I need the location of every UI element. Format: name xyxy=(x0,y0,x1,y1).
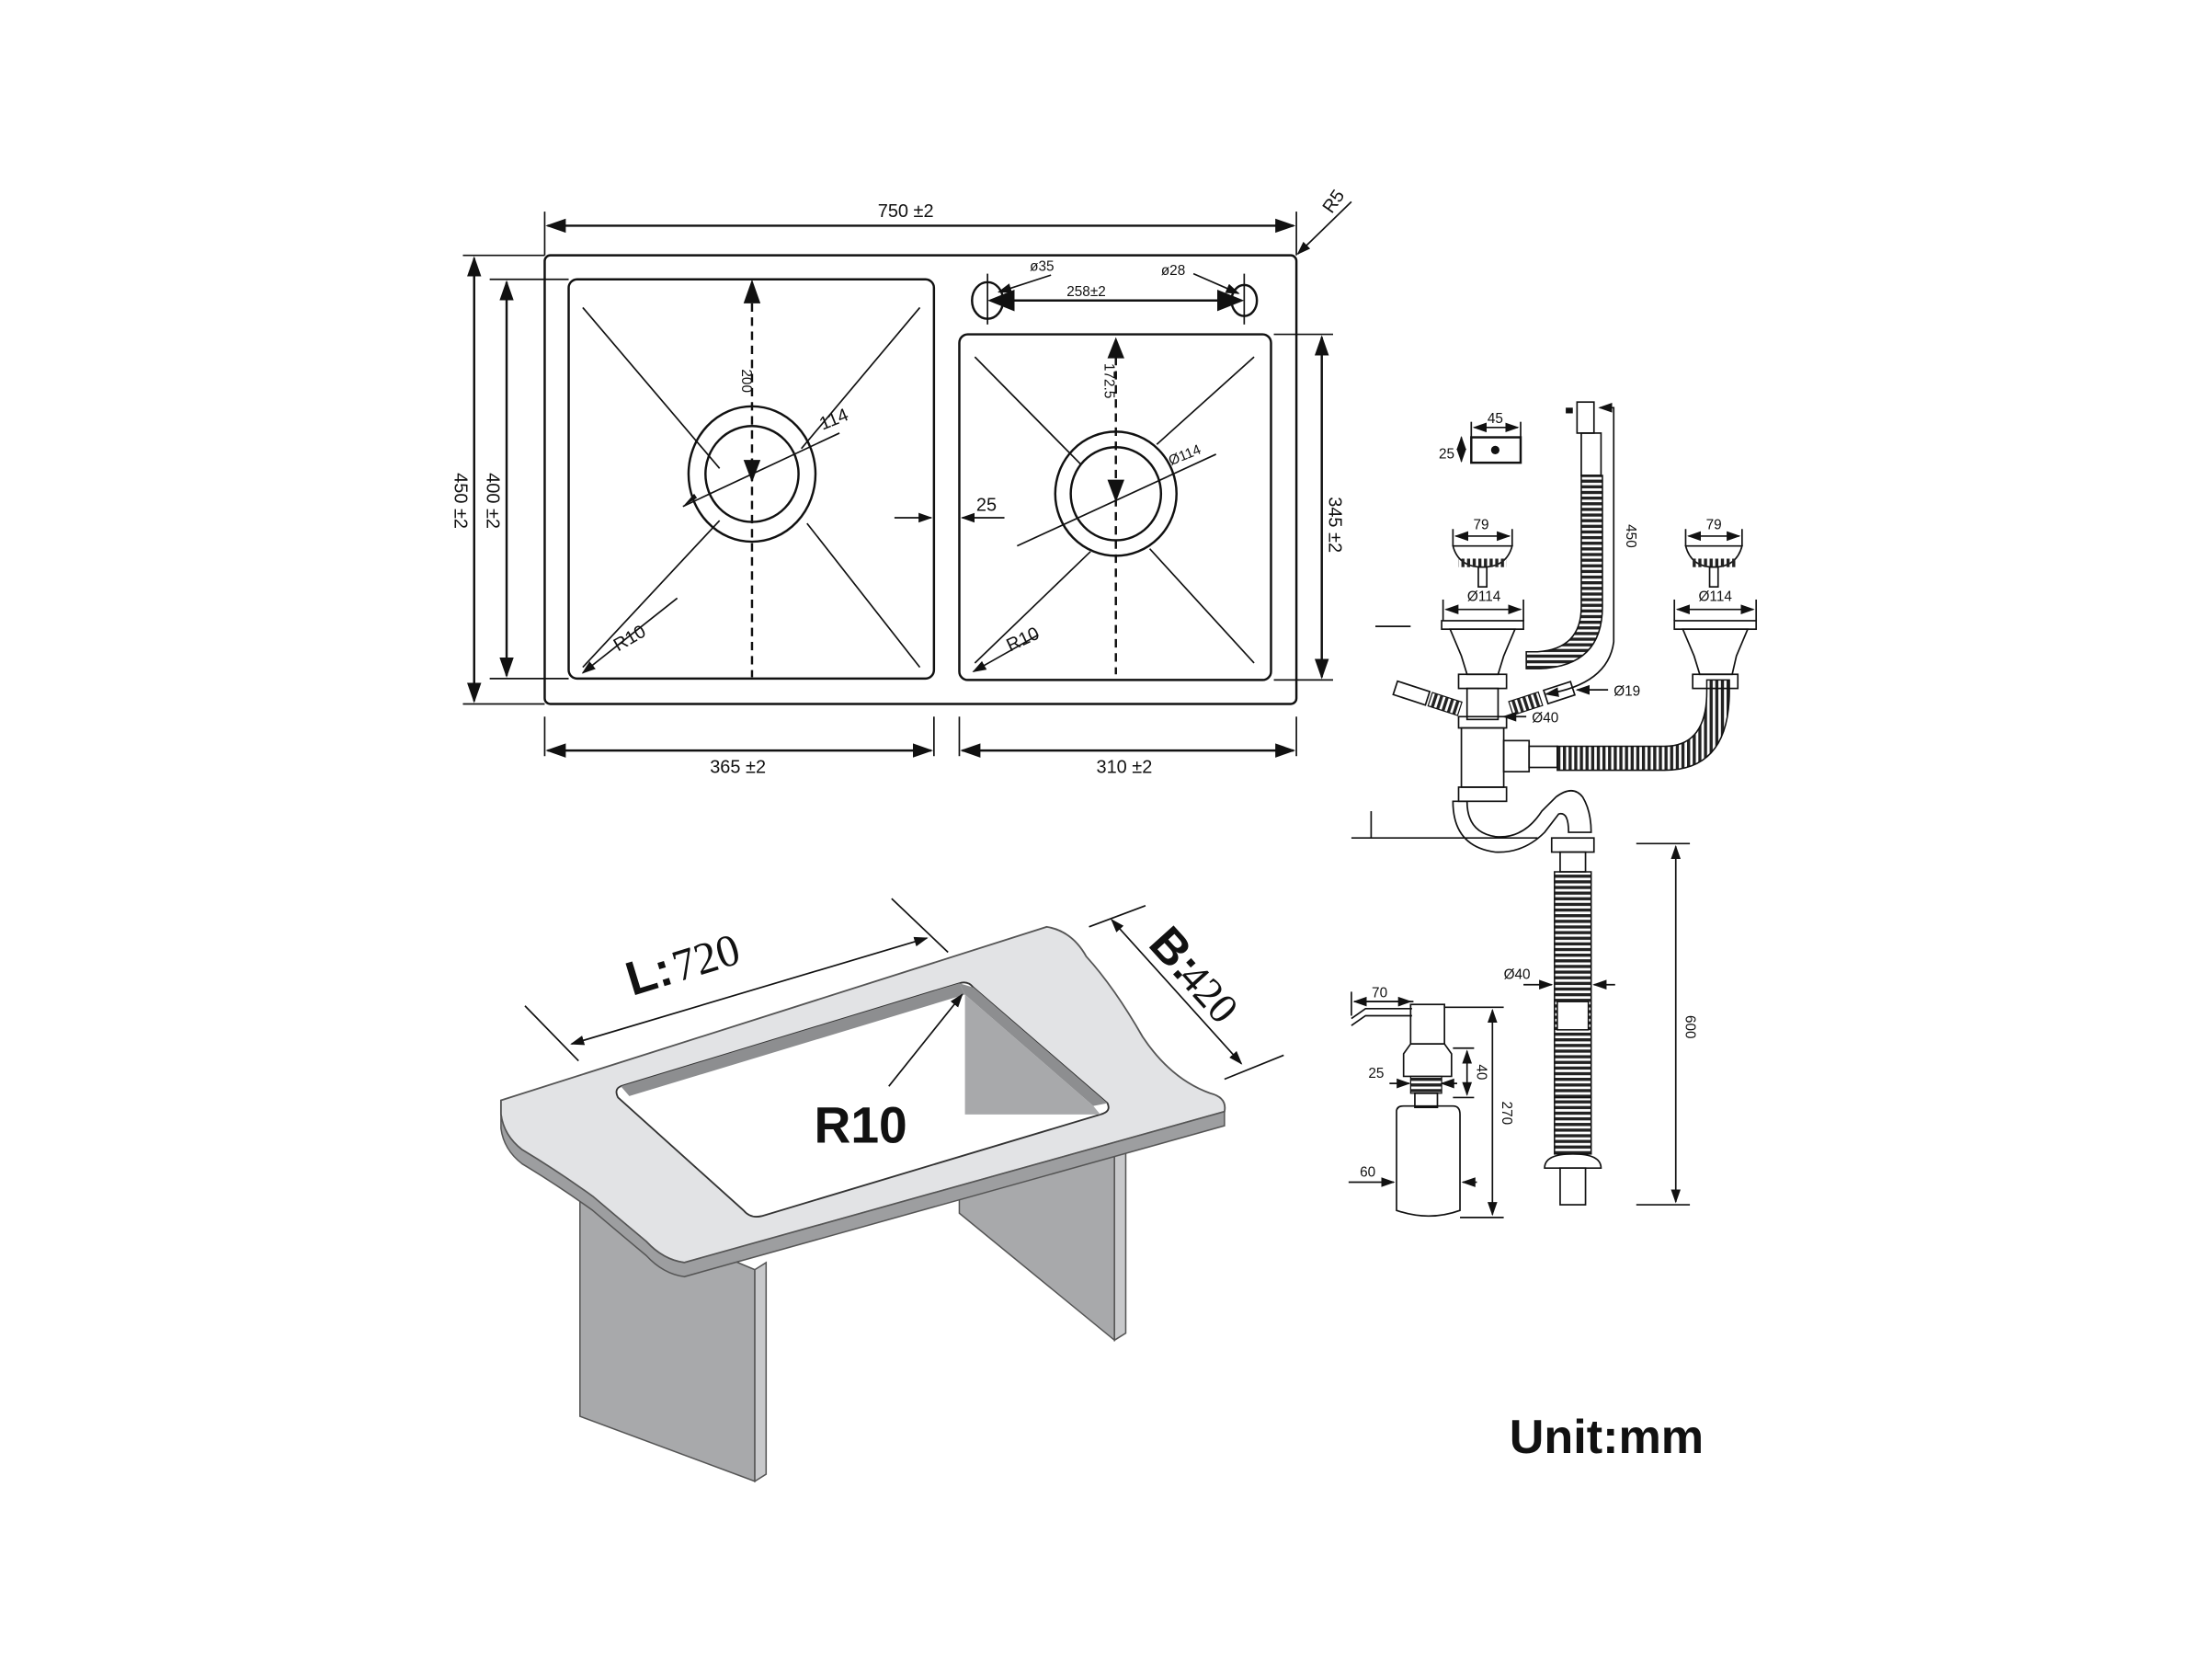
side-inlet-diameter-label: Ø19 xyxy=(1613,683,1640,699)
sink-top-view: 750 ±2 R5 450 ±2 200 114 R10 400 ±2 xyxy=(450,187,1352,778)
connecting-hose xyxy=(1556,679,1730,772)
right-drain-diameter-label: Ø114 xyxy=(1167,441,1204,469)
right-bowl-depth-label: 345 ±2 xyxy=(1324,497,1344,553)
corner-radius-label: R5 xyxy=(1319,187,1350,218)
total-height-label: 270 xyxy=(1499,1102,1514,1126)
tee-fitting xyxy=(1460,727,1505,788)
unit-label: Unit:mm xyxy=(1510,1411,1704,1464)
overall-depth-label: 450 ±2 xyxy=(450,473,470,529)
neck-diameter-label: 25 xyxy=(1368,1066,1384,1081)
overflow-height-label: 25 xyxy=(1439,447,1454,463)
right-drain-offset-label: 172.5 xyxy=(1100,363,1116,398)
left-bowl-depth-label: 400 ±2 xyxy=(483,473,503,529)
right-flange-diameter-label: Ø114 xyxy=(1699,589,1733,604)
drain-kit-view: 45 25 450 79 Ø114 xyxy=(1351,401,1758,1206)
left-bowl xyxy=(567,278,936,681)
hole-spacing-label: 258±2 xyxy=(1066,284,1106,300)
left-basket-diameter-label: 79 xyxy=(1474,517,1489,532)
right-bowl-width-label: 310 ±2 xyxy=(1097,758,1153,778)
drain-hose xyxy=(1554,871,1592,1099)
left-strainer-flange xyxy=(1441,620,1524,631)
dispenser-pump-head xyxy=(1409,1003,1446,1046)
left-bowl-radius-label: R10 xyxy=(610,622,650,656)
drain-hose-length-label: 600 xyxy=(1682,1015,1697,1039)
right-bowl-radius-label: R10 xyxy=(1004,624,1043,656)
overall-width-label: 750 ±2 xyxy=(878,201,934,222)
left-flange-diameter-label: Ø114 xyxy=(1467,589,1501,604)
left-bowl-width-label: 365 ±2 xyxy=(710,758,766,778)
cutout-breadth-dimension xyxy=(1111,919,1243,1065)
left-drain-offset-label: 200 xyxy=(738,369,754,393)
right-bowl xyxy=(958,333,1272,681)
pipe-diameter-label: Ø40 xyxy=(1532,710,1558,726)
soap-dispenser-view: 70 25 40 270 60 xyxy=(1348,986,1514,1219)
left-drain-diameter-label: 114 xyxy=(816,405,851,434)
cutout-radius-label: R10 xyxy=(814,1097,906,1154)
countertop-cutout-view: L: 720 B: 420 R10 xyxy=(499,898,1284,1483)
bottle-diameter-label: 60 xyxy=(1360,1164,1375,1180)
bottle-trap xyxy=(1452,789,1592,853)
cutout-length-value: 720 xyxy=(667,923,746,991)
divider-width-label: 25 xyxy=(976,495,997,515)
sink-outline xyxy=(543,254,1298,705)
right-strainer-flange xyxy=(1673,620,1758,631)
thread-height-label: 40 xyxy=(1473,1064,1488,1080)
overflow-width-label: 45 xyxy=(1488,411,1503,427)
cutout-length-dimension xyxy=(570,936,929,1046)
soap-hole-label: ø28 xyxy=(1161,263,1185,279)
drain-hose-diameter-label: Ø40 xyxy=(1504,967,1531,983)
right-basket-diameter-label: 79 xyxy=(1706,517,1722,532)
faucet-hole-label: ø35 xyxy=(1030,259,1054,275)
overflow-cap xyxy=(1470,436,1522,464)
overflow-hose xyxy=(1525,475,1603,669)
spout-length-label: 70 xyxy=(1372,986,1387,1001)
dispenser-bottle xyxy=(1396,1104,1461,1218)
overflow-hose-length-label: 450 xyxy=(1623,524,1638,548)
